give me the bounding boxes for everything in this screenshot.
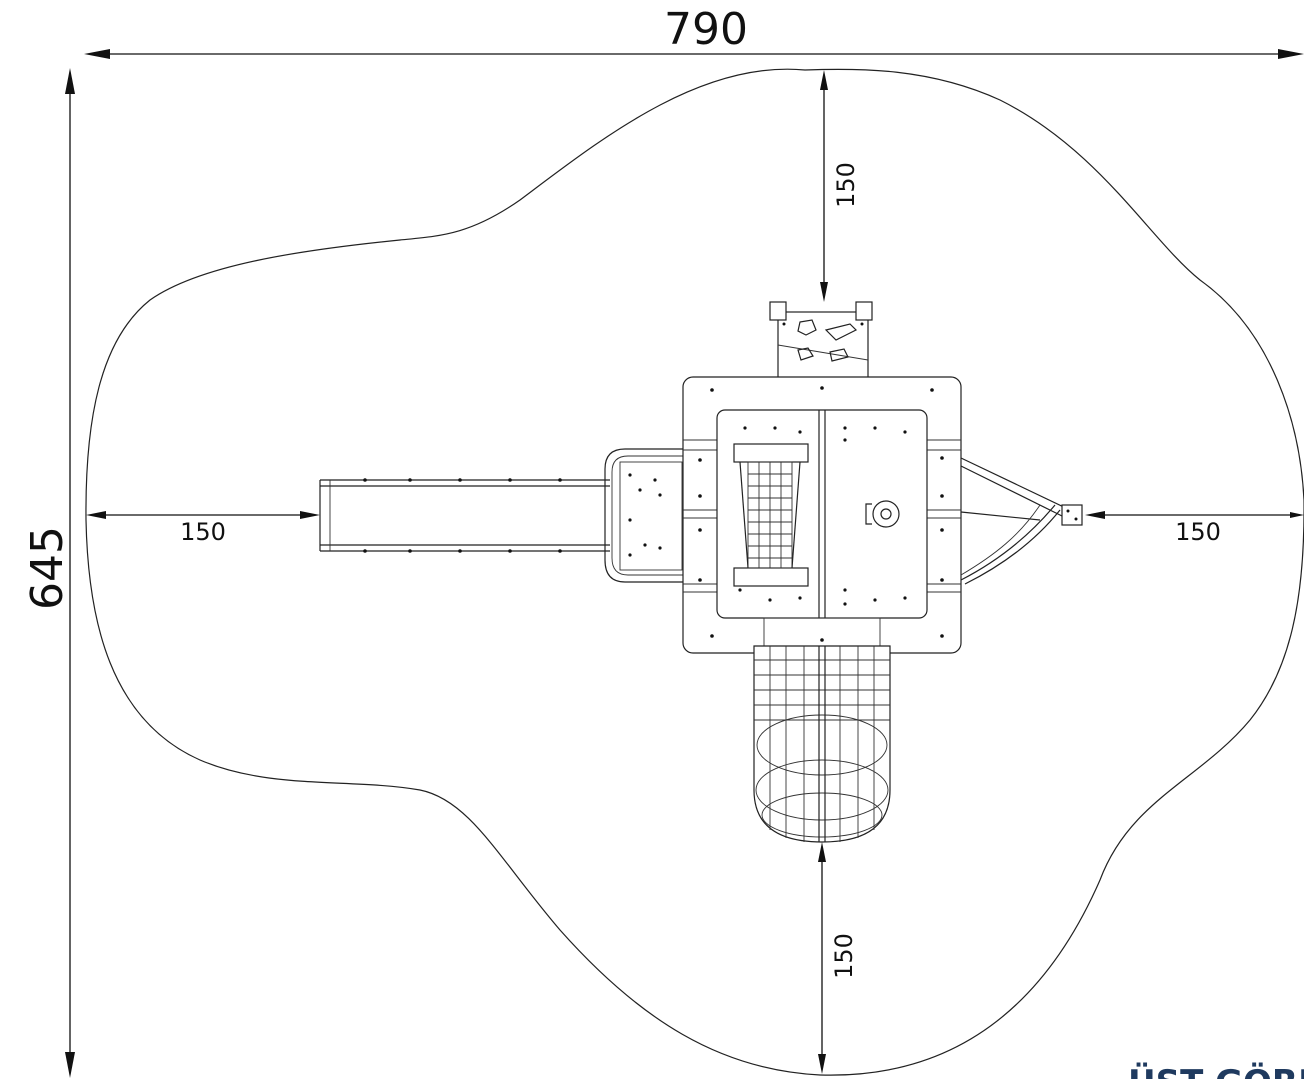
right-clearance-label: 150 [1175,518,1221,546]
main-platform [682,376,962,654]
width-dimension [84,49,1304,59]
left-clearance-label: 150 [180,518,226,546]
straight-slide [319,478,610,553]
side-ladder [960,457,1083,585]
overall-width-label: 790 [664,4,748,55]
climbing-wall [769,301,873,379]
right-clearance-dimension [1085,511,1304,519]
top-clearance-label: 150 [832,162,860,208]
steering-wheel [865,500,900,528]
slide-start-section [604,448,683,583]
net-panel [733,443,809,587]
view-caption: ÜST GÖRÜNÜŞ [1128,1062,1304,1079]
safety-zone-outline [85,68,1304,1076]
top-clearance-dimension [820,70,828,302]
bottom-clearance-dimension [818,842,826,1074]
depth-dimension [65,68,75,1078]
left-clearance-dimension [86,511,320,519]
overall-depth-label: 645 [22,526,73,610]
tube-slide [753,617,891,843]
bottom-clearance-label: 150 [830,933,858,979]
